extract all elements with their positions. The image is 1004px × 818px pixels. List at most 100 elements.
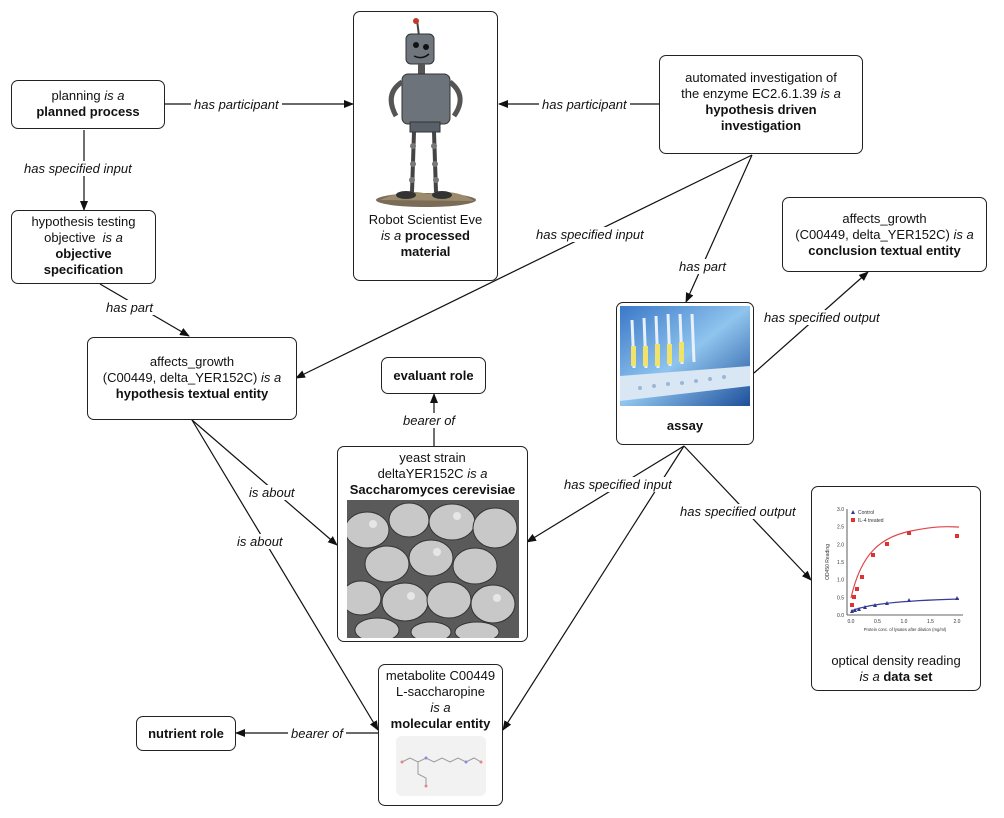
node-type: molecular entity — [390, 716, 491, 731]
node-evaluant-role: evaluant role — [381, 357, 486, 394]
edge-label-has-specified-output: has specified output — [677, 504, 799, 519]
plot-legend-marker-control — [851, 510, 855, 514]
edge-hypothesis-yeast — [191, 419, 338, 546]
node-name: (C00449, delta_YER152C) — [102, 370, 258, 385]
plot-point-treated — [855, 587, 859, 591]
plot-point-control — [873, 603, 877, 607]
plot-point-control — [885, 601, 889, 605]
edge-hypothesis-metabolite — [191, 419, 379, 731]
node-type: evaluant role — [393, 368, 474, 383]
node-type: hypothesis driven investigation — [705, 102, 817, 133]
molecule-structure-image — [395, 736, 486, 796]
plot-point-control — [955, 596, 959, 600]
plot-y-tick-label: 2.0 — [837, 542, 844, 548]
plot-point-control — [853, 608, 857, 612]
plot-point-treated — [852, 595, 856, 599]
node-name: Robot Scientist Eve — [368, 212, 483, 227]
node-type: Saccharomyces cerevisiae — [349, 482, 516, 497]
node-relation: is a — [104, 88, 125, 103]
edge-label-bearer-of: bearer of — [400, 413, 459, 428]
plot-point-treated — [871, 553, 875, 557]
plot-point-treated — [955, 534, 959, 538]
plot-point-treated — [885, 542, 889, 546]
edge-automated-assay — [685, 154, 753, 303]
edge-label-has-specified-input: has specified input — [561, 477, 675, 492]
plot-x-tick-label: 0.5 — [874, 619, 881, 625]
yeast-micrograph-image — [346, 500, 519, 638]
node-name: affects_growth — [149, 354, 235, 369]
node-relation: is a — [261, 370, 282, 385]
plot-y-tick-label: 1.0 — [837, 578, 844, 584]
plot-y-axis-label: OD450 Reading — [825, 544, 831, 580]
node-name: yeast strain — [399, 450, 466, 465]
node-nutrient-role: nutrient role — [136, 716, 236, 751]
plot-curve-treated — [850, 526, 960, 599]
plot-y-tick-label: 2.5 — [837, 525, 844, 531]
plot-point-treated — [860, 575, 864, 579]
node-robot-scientist: Robot Scientist Eve is a processed mater… — [353, 11, 498, 281]
plot-y-tick-label: 3.0 — [837, 507, 844, 513]
plot-y-tick-label: 0.5 — [837, 595, 844, 601]
plot-x-tick-label: 0.0 — [848, 619, 855, 625]
node-name: L-saccharopine — [396, 684, 485, 699]
node-type: objective specification — [43, 246, 124, 277]
plot-point-control — [907, 598, 911, 602]
node-name: deltaYER152C — [377, 466, 464, 481]
plot-point-control — [857, 607, 861, 611]
node-type: conclusion textual entity — [808, 243, 961, 258]
plot-y-tick-label: 0.0 — [837, 613, 844, 619]
edge-label-is-about: is about — [246, 485, 298, 500]
plot-x-tick-label: 1.0 — [901, 619, 908, 625]
node-name: affects_growth — [842, 211, 927, 226]
node-hypothesis: affects_growth (C00449, delta_YER152C) i… — [87, 337, 297, 420]
node-type: hypothesis textual entity — [115, 386, 269, 401]
node-name: (C00449, delta_YER152C) — [795, 227, 950, 242]
plot-legend-label: IL-4 treated — [858, 518, 884, 524]
node-relation: is a — [381, 228, 402, 243]
node-name: objective — [44, 230, 96, 245]
node-relation: is a — [430, 700, 451, 715]
node-type: data set — [883, 669, 933, 684]
plot-x-tick-label: 2.0 — [954, 619, 961, 625]
node-type: assay — [666, 418, 704, 433]
node-automated-investigation: automated investigation of the enzyme EC… — [659, 55, 863, 154]
node-name: automated investigation of — [685, 70, 837, 85]
edge-automated-hypothesis — [295, 154, 753, 379]
edge-label-has-specified-input: has specified input — [533, 227, 647, 242]
node-type: nutrient role — [148, 726, 224, 741]
node-relation: is a — [859, 669, 880, 684]
edge-assay-yeast — [526, 445, 685, 543]
edge-label-is-about: is about — [234, 534, 286, 549]
node-relation: is a — [467, 466, 488, 481]
node-relation: is a — [102, 230, 123, 245]
plot-point-control — [863, 605, 867, 609]
node-name: planning — [51, 88, 101, 103]
node-relation: is a — [953, 227, 974, 242]
edge-label-bearer-of: bearer of — [288, 726, 347, 741]
node-yeast-strain: yeast strain deltaYER152C is a Saccharom… — [337, 446, 528, 642]
plot-x-axis-label: Protein conc. of lysates after dilution … — [864, 627, 947, 632]
plot-point-treated — [907, 531, 911, 535]
node-planning: planning is a planned process — [11, 80, 165, 129]
edge-label-has-participant: has participant — [539, 97, 630, 112]
node-metabolite: metabolite C00449 L-saccharopine is a mo… — [378, 664, 503, 806]
edge-assay-metabolite — [502, 445, 685, 731]
edge-label-has-specified-input: has specified input — [21, 161, 135, 176]
plot-point-treated — [850, 603, 854, 607]
node-name: metabolite C00449 — [385, 668, 496, 683]
node-relation: is a — [820, 86, 841, 101]
plot-legend-marker-treated — [851, 518, 855, 522]
node-type: planned process — [36, 104, 140, 119]
robot-image — [375, 18, 476, 207]
plot-y-tick-label: 1.5 — [837, 560, 844, 566]
edge-label-has-part: has part — [103, 300, 156, 315]
node-type: processed material — [400, 228, 470, 259]
edge-label-has-participant: has participant — [191, 97, 282, 112]
node-assay: assay — [616, 302, 754, 445]
plot-curve-control — [850, 598, 960, 612]
plot-legend-label: Control — [858, 510, 874, 516]
node-name: optical density reading — [831, 653, 961, 668]
edge-label-has-specified-output: has specified output — [761, 310, 883, 325]
